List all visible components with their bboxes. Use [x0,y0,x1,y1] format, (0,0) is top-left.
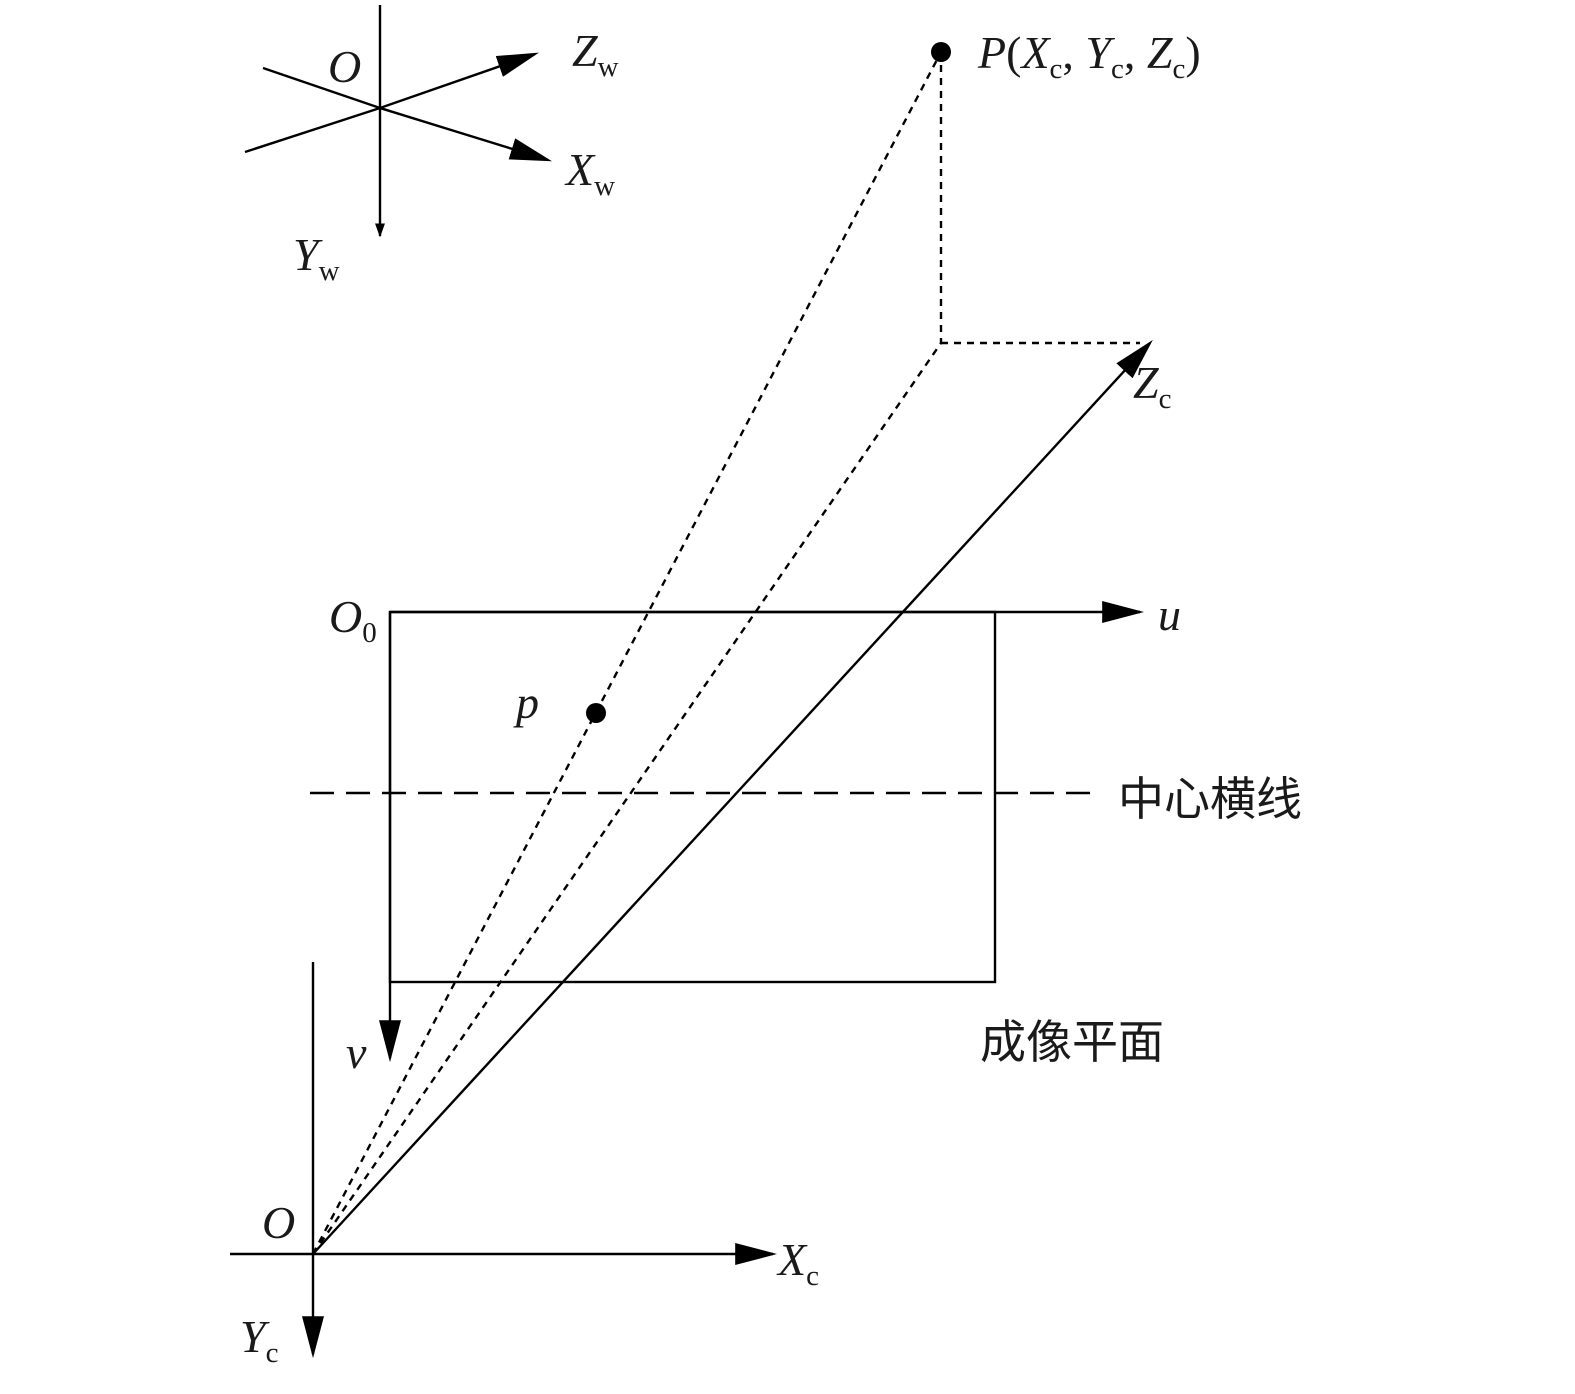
point-p-label: p [513,677,539,728]
point-P-construction: P(Xc, Yc, Zc) [311,27,1201,1255]
camera-y-label: Yc [240,1311,278,1369]
world-origin-label: O [328,41,361,92]
camera-origin-label: O [262,1197,295,1248]
camera-x-label: Xc [776,1234,819,1292]
ray-origin-to-P-foot [312,342,942,1255]
image-v-label: v [346,1027,367,1078]
camera-z-label: Zc [1133,357,1171,415]
image-plane: O0 u v 中心横线 成像平面 [310,589,1302,1078]
point-p-group: p [513,677,606,728]
image-plane-rectangle [388,610,997,984]
image-plane-label: 成像平面 [980,1015,1164,1069]
world-z-axis-back [244,106,381,154]
camera-coordinate-frame: O Xc Yc Zc [230,339,1171,1369]
world-z-label: Zw [572,25,619,83]
world-coordinate-frame: O Zw Xw Yw [244,5,619,287]
world-z-axis [379,52,539,110]
image-u-label: u [1158,589,1181,640]
center-line-label: 中心横线 [1118,772,1302,826]
point-p-marker [586,703,606,723]
camera-z-axis [312,339,1153,1255]
world-y-label: Yw [293,229,340,287]
world-x-axis [379,106,553,162]
image-origin-label: O0 [329,591,377,649]
world-x-axis-back [262,66,381,110]
point-P-label: P(Xc, Yc, Zc) [977,27,1201,85]
point-P-marker [931,42,951,62]
ray-origin-to-P [311,51,943,1255]
world-x-label: Xw [564,144,615,202]
